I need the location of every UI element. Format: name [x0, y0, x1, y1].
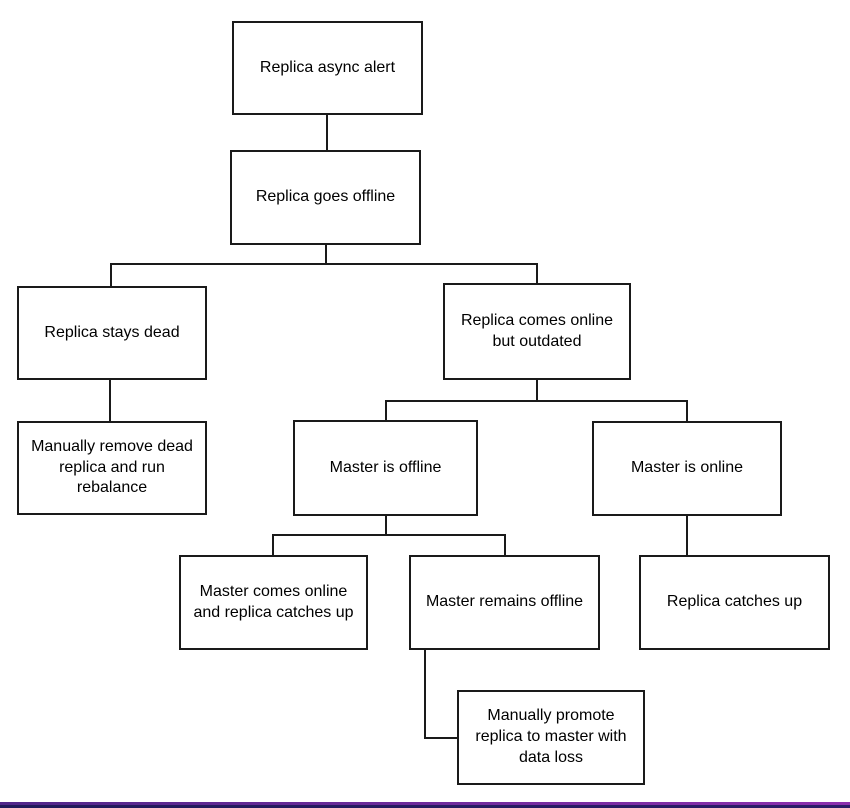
footer-accent-bar-top-stripe	[0, 802, 850, 805]
footer-accent-bar	[0, 802, 850, 808]
node-master-is-online: Master is online	[592, 421, 782, 516]
footer-accent-bar-bottom-stripe	[0, 804, 850, 808]
node-master-remains-offline: Master remains offline	[409, 555, 600, 650]
node-replica-stays-dead: Replica stays dead	[17, 286, 207, 380]
node-replica-async-alert: Replica async alert	[232, 21, 423, 115]
connector-remains-offline-to-promote	[424, 649, 458, 739]
node-label: Master comes online and replica catches …	[193, 582, 354, 621]
node-label: Master is online	[630, 459, 744, 477]
node-replica-catches-up: Replica catches up	[639, 555, 830, 650]
node-replica-comes-online-outdated: Replica comes online but outdated	[443, 283, 631, 380]
node-label: Replica comes online but outdated	[460, 311, 614, 350]
node-master-comes-online-catchup: Master comes online and replica catches …	[179, 555, 368, 650]
node-master-is-offline: Master is offline	[293, 420, 478, 516]
node-label: Replica async alert	[259, 58, 396, 76]
node-manually-remove-dead-replica: Manually remove dead replica and run reb…	[17, 421, 207, 515]
node-manually-promote-replica: Manually promote replica to master with …	[457, 690, 645, 785]
node-label: Master remains offline	[425, 593, 584, 611]
node-label: Replica goes offline	[255, 188, 396, 206]
node-label: Manually remove dead replica and run reb…	[31, 437, 193, 497]
node-replica-goes-offline: Replica goes offline	[230, 150, 421, 245]
node-label: Replica catches up	[666, 593, 803, 611]
node-label: Manually promote replica to master with …	[475, 707, 627, 766]
node-label: Replica stays dead	[44, 323, 180, 341]
node-label: Master is offline	[329, 458, 442, 476]
